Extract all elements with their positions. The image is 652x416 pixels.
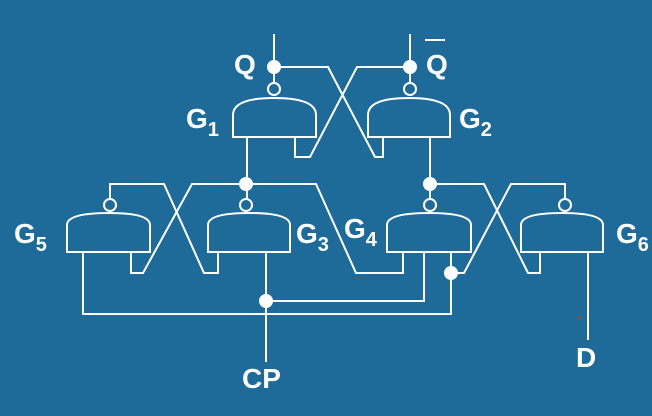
junction-dot-cp <box>259 294 273 308</box>
inverter-bubble-g4 <box>423 198 437 212</box>
junction-dot-g5-out <box>444 266 458 280</box>
qbar-label: Q <box>426 49 448 80</box>
junction-dot-g3 <box>239 177 253 191</box>
inverter-bubble-g1 <box>267 82 281 96</box>
nand-gate-g4 <box>386 211 472 253</box>
q-feedback-wire <box>274 66 384 158</box>
red-mark <box>576 316 582 319</box>
g3-label: G3 <box>296 218 329 256</box>
junction-dot-q <box>267 60 281 74</box>
g2-label: G2 <box>459 103 492 141</box>
g3-to-g4-wire <box>246 183 404 274</box>
nand-gate-g2 <box>367 96 451 138</box>
g5-output-wire <box>82 252 452 315</box>
inverter-bubble-g3 <box>239 198 253 212</box>
wires <box>82 34 589 362</box>
inverter-bubble-g6 <box>558 198 572 212</box>
g6-feedback-wire <box>451 183 566 274</box>
d-label: D <box>576 342 596 373</box>
g6-label: G6 <box>616 218 649 256</box>
cp-label: CP <box>242 363 281 394</box>
q-label: Q <box>234 49 256 80</box>
nand-gate-g5 <box>66 211 151 253</box>
qbar-feedback-wire <box>294 66 410 158</box>
junction-dot-qbar <box>403 60 417 74</box>
g5-label: G5 <box>14 218 47 256</box>
cp-to-g4-wire <box>266 252 425 302</box>
g4-to-g6-wire <box>430 183 541 274</box>
g3-to-g5-wire <box>130 183 246 274</box>
nand-gate-g3 <box>207 211 291 253</box>
inverter-bubble-g5 <box>103 198 117 212</box>
nand-gate-g6 <box>520 211 604 253</box>
g5-feedback-wire <box>109 183 219 274</box>
inverter-bubble-g2 <box>403 82 417 96</box>
g1-label: G1 <box>186 103 219 141</box>
junction-dot-g4 <box>423 177 437 191</box>
nand-gate-g1 <box>232 96 317 138</box>
g4-label: G4 <box>344 213 378 251</box>
